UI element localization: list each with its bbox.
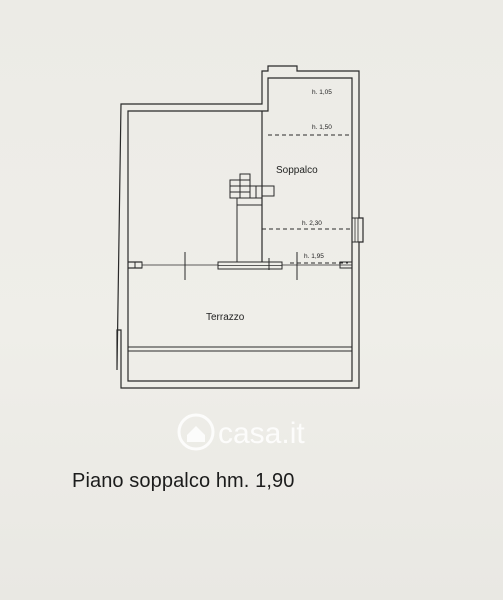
room-label-terrazzo: Terrazzo [206,312,245,323]
room-label-soppalco: Soppalco [276,165,318,176]
height-label-2: h. 1,50 [312,124,332,131]
watermark-text: casa.it [218,417,305,450]
terrace-wall [128,252,353,280]
staircase [229,173,275,206]
height-label-4: h. 1,95 [304,253,324,260]
height-label-1: h. 1,05 [312,89,332,96]
window [351,217,364,243]
house-icon [177,413,215,451]
height-lines [262,134,352,264]
outer-wall [116,65,364,389]
terrace-railing [128,346,352,352]
height-label-3: h. 2,30 [302,220,322,227]
walls [116,65,364,389]
watermark: casa.it [177,413,305,451]
plan-caption: Piano soppalco hm. 1,90 [72,470,295,492]
